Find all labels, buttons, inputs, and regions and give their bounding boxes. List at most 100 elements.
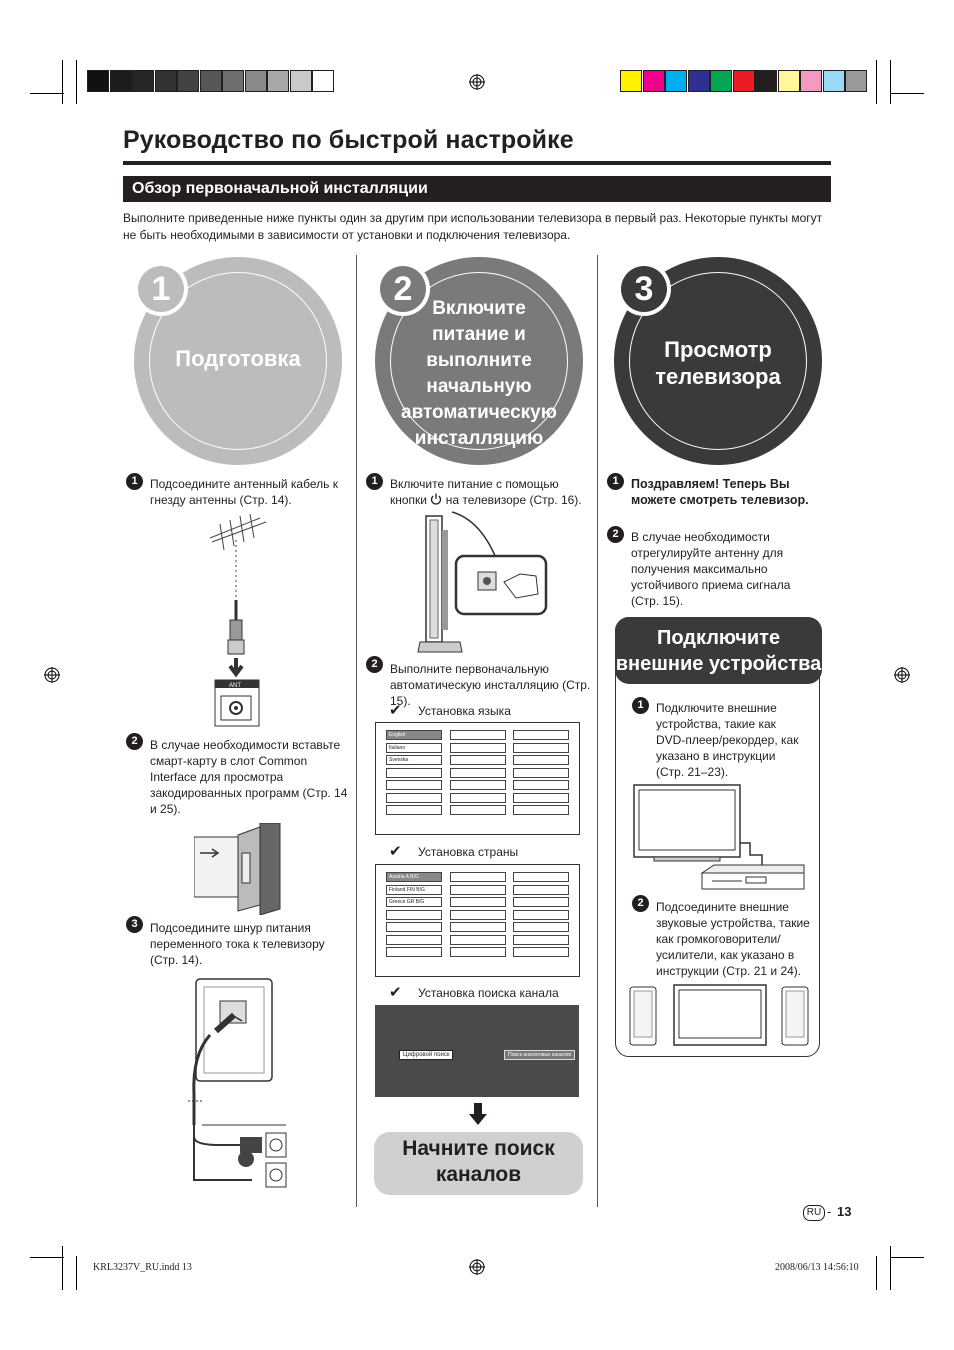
check-label: Установка страны — [418, 845, 519, 859]
color-swatch — [822, 70, 845, 92]
step3-heading-line: телевизора — [655, 364, 781, 389]
language-empty-cell[interactable] — [513, 805, 569, 815]
smart-card-illustration — [194, 823, 281, 915]
language-empty-cell[interactable] — [386, 780, 442, 790]
color-swatch — [620, 70, 642, 92]
color-swatch — [732, 70, 755, 92]
country-empty-cell[interactable] — [513, 909, 569, 920]
step-marker: 2 — [632, 895, 649, 912]
step1-heading: Подготовка — [175, 346, 301, 371]
country-option[interactable]: Finland FIN B/G — [386, 884, 442, 895]
step-marker: 2 — [126, 733, 143, 750]
crop-mark — [890, 60, 891, 104]
language-empty-cell[interactable] — [513, 767, 569, 778]
country-option[interactable]: Austria A B/G — [386, 872, 442, 882]
step-text: В случае необходимости вставьте смарт-ка… — [150, 738, 348, 816]
step-text-part: на телевизоре (Стр. 16). — [445, 493, 582, 507]
country-empty-cell[interactable] — [450, 884, 506, 895]
color-swatch — [755, 70, 777, 92]
language-empty-cell[interactable] — [513, 780, 569, 790]
step2-ring — [390, 272, 568, 450]
step-text: Выполните первоначальную автоматическую … — [390, 662, 591, 708]
step-text-part: Включите питание с помощью кнопки — [390, 477, 559, 507]
step1-ring — [149, 272, 327, 450]
step-text: Подключите внешние устройства, такие как… — [656, 701, 799, 779]
registration-mark-icon — [469, 1259, 485, 1275]
language-empty-cell[interactable] — [513, 755, 569, 765]
language-empty-cell[interactable] — [513, 730, 569, 740]
language-empty-cell[interactable] — [386, 805, 442, 815]
country-empty-cell[interactable] — [450, 909, 506, 920]
country-empty-cell[interactable] — [386, 947, 442, 957]
language-empty-cell[interactable] — [513, 792, 569, 803]
country-empty-cell[interactable] — [386, 934, 442, 945]
country-empty-cell[interactable] — [513, 934, 569, 945]
step3-heading-line: Просмотр — [664, 337, 772, 362]
ant-label: ANT — [229, 683, 241, 689]
country-empty-cell[interactable] — [386, 922, 442, 932]
crop-mark — [30, 1257, 64, 1258]
crop-mark — [890, 1246, 891, 1290]
country-empty-cell[interactable] — [386, 909, 442, 920]
gray-swatch — [132, 70, 154, 92]
country-empty-cell[interactable] — [513, 872, 569, 882]
step2-number-badge: 2 — [376, 262, 430, 316]
step-text: В случае необходимости отрегулируйте ант… — [631, 530, 791, 608]
crop-mark — [890, 1257, 924, 1258]
start-search-text: Начните поиск каналов — [402, 1137, 555, 1186]
crop-mark — [76, 60, 77, 104]
language-empty-cell[interactable] — [450, 792, 506, 803]
registration-mark-icon — [44, 667, 60, 683]
arrow-down-icon — [469, 1103, 487, 1125]
country-option[interactable]: Greece GR B/G — [386, 897, 442, 907]
step-text: Подсоедините шнур питания переменного то… — [150, 921, 325, 967]
language-option[interactable]: Italiano — [386, 742, 442, 753]
language-option[interactable]: English — [386, 730, 442, 740]
language-empty-cell[interactable] — [450, 755, 506, 765]
gray-swatch — [289, 70, 312, 92]
registration-mark-icon — [894, 667, 910, 683]
external-devices-header — [615, 617, 822, 684]
country-empty-cell[interactable] — [513, 922, 569, 932]
country-empty-cell[interactable] — [513, 947, 569, 957]
analog-search-option[interactable]: Поиск аналоговых каналов — [504, 1050, 575, 1060]
country-empty-cell[interactable] — [450, 922, 506, 932]
step-marker: 2 — [366, 656, 383, 673]
language-empty-cell[interactable] — [386, 792, 442, 803]
gray-swatch — [267, 70, 289, 92]
country-empty-cell[interactable] — [450, 897, 506, 907]
color-swatch — [665, 70, 687, 92]
step-marker: 1 — [632, 697, 649, 714]
country-empty-cell[interactable] — [513, 897, 569, 907]
country-empty-cell[interactable] — [450, 934, 506, 945]
crop-mark — [30, 93, 64, 94]
color-swatch — [642, 70, 665, 92]
step-marker: 1 — [607, 473, 624, 490]
step2-number: 2 — [380, 266, 426, 312]
language-empty-cell[interactable] — [386, 767, 442, 778]
crop-mark — [62, 60, 63, 104]
country-empty-cell[interactable] — [450, 947, 506, 957]
color-swatch — [800, 70, 822, 92]
digital-search-option[interactable]: Цифровой поиск — [399, 1050, 454, 1060]
language-empty-cell[interactable] — [513, 742, 569, 753]
country-empty-cell[interactable] — [513, 884, 569, 895]
power-cord-illustration — [188, 978, 287, 1188]
step-marker: 1 — [126, 473, 143, 490]
language-empty-cell[interactable] — [450, 767, 506, 778]
language-empty-cell[interactable] — [450, 780, 506, 790]
language-option[interactable]: Svenska — [386, 755, 442, 765]
check-label: Установка языка — [418, 704, 511, 718]
step2-heading-line: питание и выполните — [426, 324, 532, 371]
language-empty-cell[interactable] — [450, 730, 506, 740]
intro-paragraph: Выполните приведенные ниже пункты один з… — [123, 211, 823, 242]
page-number-dash: - — [827, 1204, 832, 1219]
check-label: Установка поиска канала — [418, 986, 559, 1000]
country-empty-cell[interactable] — [450, 872, 506, 882]
language-empty-cell[interactable] — [450, 742, 506, 753]
color-swatch — [710, 70, 732, 92]
crop-mark — [890, 93, 924, 94]
step2-heading-line: Включите — [432, 298, 526, 319]
gray-swatch — [87, 70, 109, 92]
language-empty-cell[interactable] — [450, 805, 506, 815]
